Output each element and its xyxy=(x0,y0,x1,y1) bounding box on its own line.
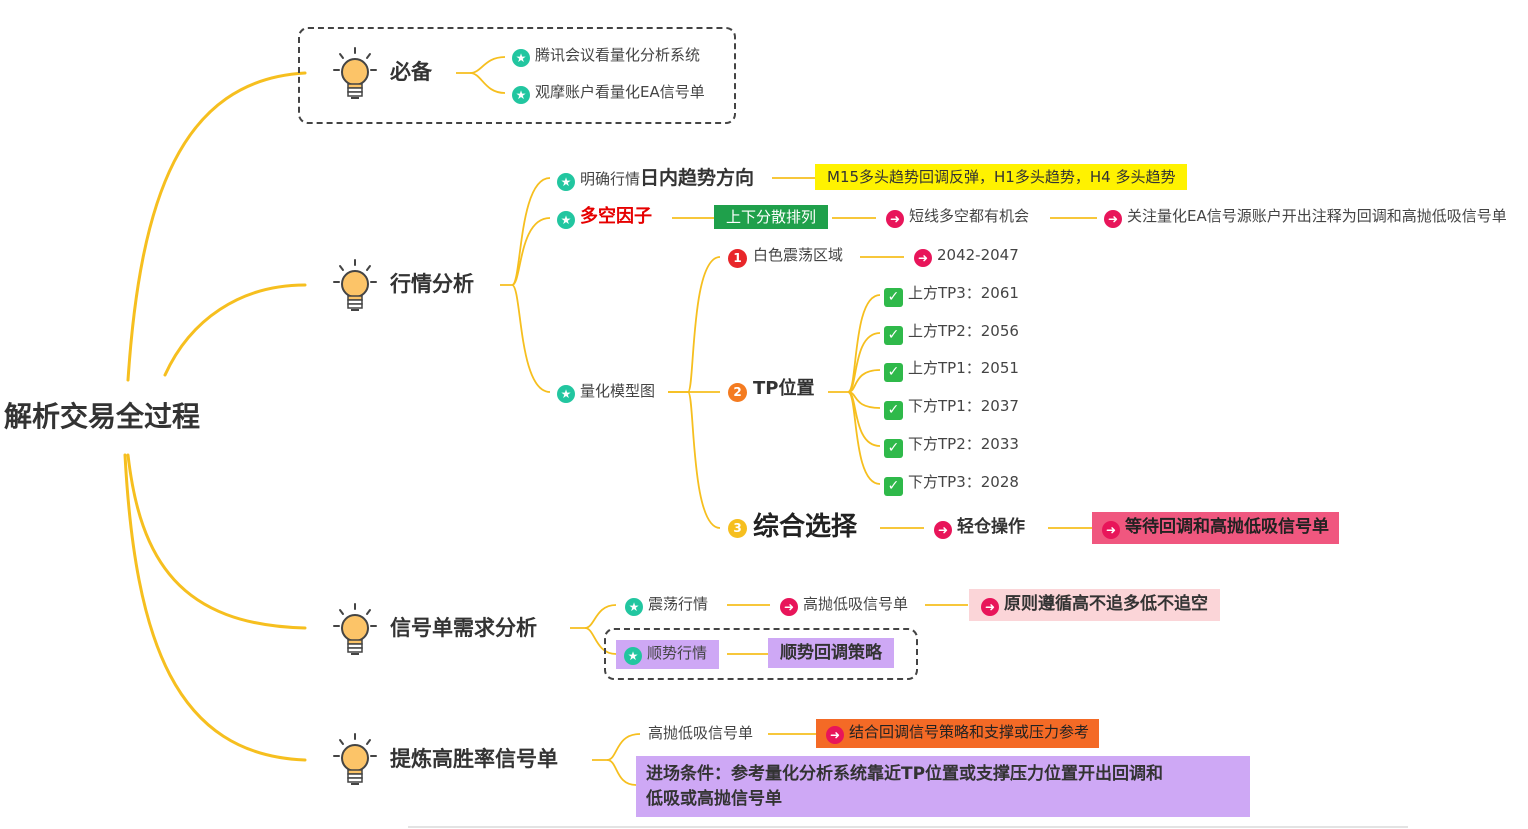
tp-item[interactable]: ✓上方TP1：2051 xyxy=(884,359,1019,382)
factor-final[interactable]: ➜关注量化EA信号源账户开出注释为回调和高抛低吸信号单 xyxy=(1104,207,1507,228)
bibei-item-1[interactable]: ★腾讯会议看量化分析系统 xyxy=(512,46,700,67)
tp-item[interactable]: ✓上方TP2：2056 xyxy=(884,322,1019,345)
zhendang-topic[interactable]: ★震荡行情 xyxy=(625,595,708,616)
root-topic[interactable]: 解析交易全过程 xyxy=(4,400,201,433)
factor-tag-box[interactable]: 上下分散排列 xyxy=(714,205,829,229)
arrow-right-icon: ➜ xyxy=(780,598,798,616)
number-badge-3: 3 xyxy=(728,519,747,538)
tp-item[interactable]: ✓上方TP3：2061 xyxy=(884,284,1019,307)
arrow-right-icon: ➜ xyxy=(1102,521,1120,539)
arrow-right-icon: ➜ xyxy=(934,521,952,539)
bottom-divider xyxy=(408,826,1408,828)
shunshi-next-box[interactable]: 顺势回调策略 xyxy=(768,638,894,669)
tilian-item-1-next-box[interactable]: ➜结合回调信号策略和支撑或压力参考 xyxy=(816,719,1100,748)
check-icon: ✓ xyxy=(884,326,903,345)
arrow-right-icon: ➜ xyxy=(1104,210,1122,228)
trend-value-box[interactable]: M15多头趋势回调反弹，H1多头趋势，H4 多头趋势 xyxy=(815,164,1188,190)
check-icon: ✓ xyxy=(884,401,903,420)
choice-result-box[interactable]: ➜等待回调和高抛低吸信号单 xyxy=(1092,512,1339,544)
lightbulb-icon xyxy=(333,259,377,311)
star-icon: ★ xyxy=(625,598,643,616)
star-icon: ★ xyxy=(557,211,575,229)
check-icon: ✓ xyxy=(884,288,903,307)
zhendang-next[interactable]: ➜高抛低吸信号单 xyxy=(780,595,908,616)
trend-topic[interactable]: ★明确行情日内趋势方向 xyxy=(557,167,754,191)
check-icon: ✓ xyxy=(884,477,903,496)
star-icon: ★ xyxy=(624,647,642,665)
shunshi-topic[interactable]: ★顺势行情 xyxy=(616,640,720,669)
bibei-frame xyxy=(298,27,736,124)
tp-item[interactable]: ✓下方TP2：2033 xyxy=(884,435,1019,458)
factor-next[interactable]: ➜短线多空都有机会 xyxy=(886,207,1029,228)
zone-value[interactable]: ➜2042-2047 xyxy=(914,246,1019,267)
tp-item[interactable]: ✓下方TP3：2028 xyxy=(884,473,1019,496)
number-badge-1: 1 xyxy=(728,249,747,268)
topic-hangqing[interactable]: 行情分析 xyxy=(390,272,474,296)
lightbulb-icon xyxy=(333,733,377,785)
zhendang-final-box[interactable]: ➜原则遵循高不追多低不追空 xyxy=(969,589,1220,621)
shunshi-frame xyxy=(604,628,918,680)
arrow-right-icon: ➜ xyxy=(886,210,904,228)
topic-xinhao[interactable]: 信号单需求分析 xyxy=(390,616,537,640)
lightbulb-icon xyxy=(333,603,377,655)
tp-item[interactable]: ✓下方TP1：2037 xyxy=(884,397,1019,420)
arrow-right-icon: ➜ xyxy=(981,598,999,616)
star-icon: ★ xyxy=(512,86,530,104)
topic-bibei[interactable]: 必备 xyxy=(390,60,432,84)
check-icon: ✓ xyxy=(884,439,903,458)
factor-topic[interactable]: ★多空因子 xyxy=(557,206,652,229)
star-icon: ★ xyxy=(512,49,530,67)
choice-action[interactable]: ➜轻仓操作 xyxy=(934,517,1025,539)
arrow-right-icon: ➜ xyxy=(914,249,932,267)
tilian-item-1[interactable]: 高抛低吸信号单 xyxy=(648,724,754,742)
star-icon: ★ xyxy=(557,173,575,191)
topic-tilian[interactable]: 提炼高胜率信号单 xyxy=(390,747,558,771)
tilian-item-2-box[interactable]: 进场条件：参考量化分析系统靠近TP位置或支撑压力位置开出回调和 低吸或高抛信号单 xyxy=(636,756,1250,818)
check-icon: ✓ xyxy=(884,363,903,382)
model-topic[interactable]: ★量化模型图 xyxy=(557,382,655,403)
number-badge-2: 2 xyxy=(728,383,747,402)
arrow-right-icon: ➜ xyxy=(826,726,844,744)
bibei-item-2[interactable]: ★观摩账户看量化EA信号单 xyxy=(512,83,705,104)
lightbulb-icon xyxy=(333,47,377,99)
star-icon: ★ xyxy=(557,385,575,403)
